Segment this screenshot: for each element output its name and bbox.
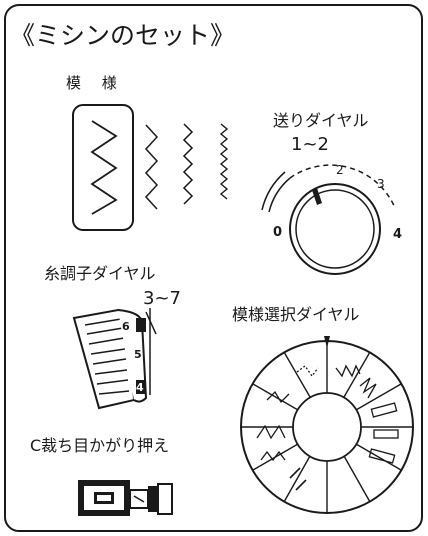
feed-scale-2: 2	[336, 163, 344, 177]
zigzag-stitch-finest	[219, 123, 229, 200]
feed-dial-pointer	[312, 188, 322, 205]
feed-scale-0: 0	[273, 225, 282, 240]
tension-dial-range: 3~7	[143, 288, 181, 309]
zigzag-stitch-medium	[144, 124, 159, 210]
feed-dial-knob-inner	[295, 189, 375, 269]
feed-scale-3: 3	[377, 177, 385, 191]
feed-dial-knob-outer	[289, 183, 381, 275]
pattern-label: 模 様	[66, 74, 125, 92]
tension-dial-label: 糸調子ダイヤル	[44, 264, 156, 283]
selected-pattern-frame	[72, 104, 134, 231]
feed-scale-4: 4	[393, 227, 402, 242]
page-title: 《ミシンのセット》	[10, 21, 236, 50]
tension-scale-6: 6	[122, 320, 130, 333]
pattern-selector-label: 模様選択ダイヤル	[232, 305, 360, 324]
feed-dial-label: 送りダイヤル	[273, 111, 369, 130]
presser-foot-label: C裁ち目かがり押え	[30, 436, 170, 455]
feed-dial-range: 1~2	[291, 134, 329, 155]
tension-scale-4: 4	[136, 381, 144, 394]
tension-scale-5: 5	[134, 348, 142, 361]
zigzag-stitch-fine	[182, 123, 194, 205]
